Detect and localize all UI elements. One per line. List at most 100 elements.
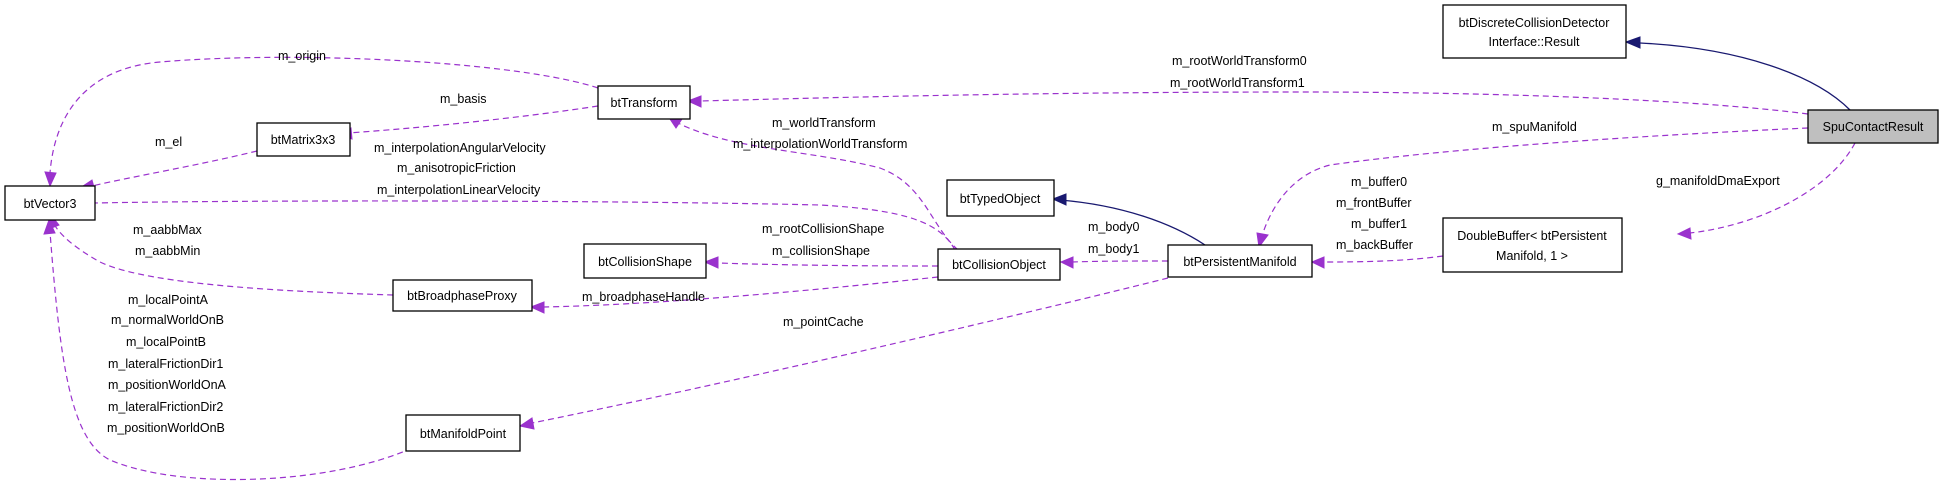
label-m-positionworldona: m_positionWorldOnA bbox=[108, 378, 227, 392]
node-label-line2: Interface::Result bbox=[1488, 35, 1580, 49]
arrowhead bbox=[518, 417, 535, 430]
edge-m-collisionshape bbox=[716, 262, 939, 267]
node-btcollisionshape[interactable]: btCollisionShape bbox=[583, 243, 707, 279]
edge-m-el bbox=[91, 150, 258, 187]
label-m-backbuffer: m_backBuffer bbox=[1336, 238, 1413, 252]
label-m-aabbmax: m_aabbMax bbox=[133, 223, 203, 237]
edge-m-origin bbox=[49, 56, 599, 174]
label-m-rootworldtransform0: m_rootWorldTransform0 bbox=[1172, 54, 1307, 68]
node-btcollisionobject[interactable]: btCollisionObject bbox=[937, 248, 1061, 281]
edge-m-aabb bbox=[53, 223, 394, 296]
node-box bbox=[946, 179, 1055, 217]
edge-m-velocity-vectors bbox=[93, 200, 956, 251]
label-m-body0: m_body0 bbox=[1088, 220, 1139, 234]
node-label: btVector3 bbox=[24, 197, 77, 211]
node-label: btManifoldPoint bbox=[420, 427, 507, 441]
node-label: btMatrix3x3 bbox=[271, 133, 336, 147]
node-label-line1: DoubleBuffer< btPersistent bbox=[1457, 229, 1607, 243]
label-m-anisotropicfriction: m_anisotropicFriction bbox=[397, 161, 516, 175]
label-g-manifolddmaexport: g_manifoldDmaExport bbox=[1656, 174, 1780, 188]
node-label: btBroadphaseProxy bbox=[407, 289, 518, 303]
edge-g-manifolddmaexport bbox=[1689, 142, 1856, 234]
arrowhead bbox=[43, 218, 56, 235]
arrowhead bbox=[686, 95, 702, 108]
node-box bbox=[392, 279, 533, 312]
arrowhead bbox=[1256, 232, 1269, 249]
edge-m-rootworldtransform bbox=[699, 91, 1809, 115]
edge-inherit-persistentmanifold-typedobject bbox=[1059, 199, 1206, 246]
node-box bbox=[597, 85, 691, 120]
label-m-collisionshape: m_collisionShape bbox=[772, 244, 870, 258]
arrowhead bbox=[703, 256, 719, 269]
label-m-interpolationlinearvelocity: m_interpolationLinearVelocity bbox=[377, 183, 541, 197]
node-btmatrix3x3[interactable]: btMatrix3x3 bbox=[256, 122, 351, 157]
edge-m-buffers bbox=[1322, 255, 1444, 263]
label-m-spumanifold: m_spuManifold bbox=[1492, 120, 1577, 134]
node-bttransform[interactable]: btTransform bbox=[597, 85, 691, 120]
node-label: btTypedObject bbox=[960, 192, 1041, 206]
edge-m-contact-vectors bbox=[49, 231, 413, 481]
edge-labels: m_origin m_basis m_el m_rootWorldTransfo… bbox=[107, 49, 1780, 435]
label-m-body1: m_body1 bbox=[1088, 242, 1139, 256]
node-label: btCollisionShape bbox=[598, 255, 692, 269]
node-box bbox=[583, 243, 707, 279]
edge-m-pointcache bbox=[531, 277, 1169, 424]
arrowhead bbox=[1059, 256, 1074, 269]
label-m-lateralfrictiondir2: m_lateralFrictionDir2 bbox=[108, 400, 223, 414]
arrowhead bbox=[44, 171, 57, 188]
node-bttypedobject[interactable]: btTypedObject bbox=[946, 179, 1055, 217]
label-m-frontbuffer: m_frontBuffer bbox=[1336, 196, 1412, 210]
node-doublebuffer[interactable]: DoubleBuffer< btPersistent Manifold, 1 > bbox=[1442, 217, 1623, 273]
arrowhead bbox=[1676, 227, 1692, 240]
node-btpersistentmanifold[interactable]: btPersistentManifold bbox=[1167, 244, 1313, 278]
label-m-rootcollisionshape: m_rootCollisionShape bbox=[762, 222, 884, 236]
arrowhead bbox=[1624, 36, 1641, 49]
node-box bbox=[4, 185, 96, 221]
label-m-broadphasehandle: m_broadphaseHandle bbox=[582, 290, 705, 304]
edge-m-basis bbox=[347, 105, 599, 134]
label-m-rootworldtransform1: m_rootWorldTransform1 bbox=[1170, 76, 1305, 90]
node-btmanifoldpoint[interactable]: btManifoldPoint bbox=[405, 414, 521, 452]
node-btvector3[interactable]: btVector3 bbox=[4, 185, 96, 221]
edge-m-worldtransform bbox=[675, 121, 959, 251]
node-label: btCollisionObject bbox=[952, 258, 1046, 272]
node-label-line1: btDiscreteCollisionDetector bbox=[1459, 16, 1610, 30]
label-m-pointcache: m_pointCache bbox=[783, 315, 864, 329]
node-box bbox=[405, 414, 521, 452]
node-label: btPersistentManifold bbox=[1183, 255, 1296, 269]
label-m-aabbmin: m_aabbMin bbox=[135, 244, 200, 258]
label-m-lateralfrictiondir1: m_lateralFrictionDir1 bbox=[108, 357, 223, 371]
label-m-interpolationworldtransform: m_interpolationWorldTransform bbox=[733, 137, 907, 151]
label-m-el: m_el bbox=[155, 135, 182, 149]
node-box bbox=[1807, 109, 1939, 144]
edge-m-body bbox=[1071, 260, 1169, 263]
node-box bbox=[937, 248, 1061, 281]
label-m-positionworldonb: m_positionWorldOnB bbox=[107, 421, 225, 435]
label-m-interpolationangularvelocity: m_interpolationAngularVelocity bbox=[374, 141, 546, 155]
node-spucontactresult[interactable]: SpuContactResult bbox=[1807, 109, 1939, 144]
edge-m-broadphasehandle bbox=[542, 276, 939, 308]
label-m-buffer0: m_buffer0 bbox=[1351, 175, 1407, 189]
label-m-normalworldonb: m_normalWorldOnB bbox=[111, 313, 224, 327]
node-btbroadphaseproxy[interactable]: btBroadphaseProxy bbox=[392, 279, 533, 312]
node-box bbox=[1442, 217, 1623, 273]
node-box bbox=[1442, 4, 1627, 59]
label-m-localpointb: m_localPointB bbox=[126, 335, 206, 349]
label-m-localpointa: m_localPointA bbox=[128, 293, 209, 307]
arrowhead bbox=[1310, 256, 1325, 269]
edge-inherit-spucontactresult-result bbox=[1639, 42, 1851, 111]
label-m-basis: m_basis bbox=[440, 92, 487, 106]
label-m-buffer1: m_buffer1 bbox=[1351, 217, 1407, 231]
node-box bbox=[256, 122, 351, 157]
edges bbox=[43, 36, 1856, 481]
node-label: btTransform bbox=[611, 96, 678, 110]
node-box bbox=[1167, 244, 1313, 278]
arrowhead bbox=[1051, 193, 1067, 206]
label-m-worldtransform: m_worldTransform bbox=[772, 116, 876, 130]
arrowhead bbox=[529, 301, 545, 314]
label-m-origin: m_origin bbox=[278, 49, 326, 63]
node-label-line2: Manifold, 1 > bbox=[1496, 249, 1568, 263]
node-btdiscretecollisiondetectorinterface-result[interactable]: btDiscreteCollisionDetector Interface::R… bbox=[1442, 4, 1627, 59]
node-label: SpuContactResult bbox=[1823, 120, 1924, 134]
